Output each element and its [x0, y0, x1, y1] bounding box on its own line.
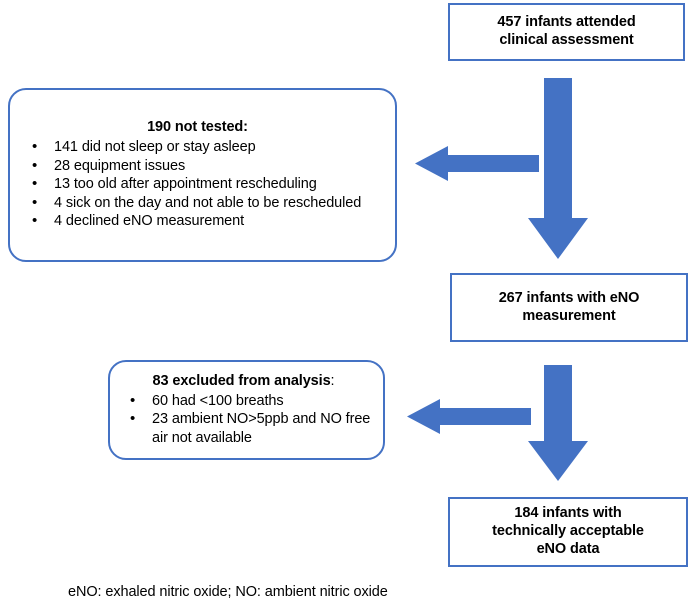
node-attended-line1: 457 infants attended — [497, 14, 636, 31]
list-item: 23 ambient NO>5ppb and NO free air not a… — [114, 409, 373, 447]
node-excluded-bullet-list: 60 had <100 breaths 23 ambient NO>5ppb a… — [114, 391, 373, 448]
arrow-attended-to-measured — [528, 78, 588, 259]
node-measured-label: 267 infants with eNO measurement — [493, 290, 646, 325]
node-acceptable-label: 184 infants with technically acceptable … — [486, 505, 650, 558]
node-acceptable-line2: technically acceptable — [492, 523, 644, 540]
arrow-measured-to-acceptable — [528, 365, 588, 481]
node-acceptable-line3: eNO data — [536, 540, 600, 557]
arrow-measured-to-excluded — [407, 399, 531, 434]
node-excluded-title: 83 excluded from analysis: — [114, 373, 373, 391]
node-not-tested: 190 not tested: 141 did not sleep or sta… — [8, 88, 397, 262]
list-item: 4 sick on the day and not able to be res… — [16, 193, 385, 213]
list-item: 13 too old after appointment reschedulin… — [16, 174, 385, 194]
list-item: 4 declined eNO measurement — [16, 211, 385, 231]
node-attended-label: 457 infants attended clinical assessment — [491, 14, 641, 49]
list-item: 141 did not sleep or stay asleep — [16, 137, 385, 157]
node-attended-clinical-assessment: 457 infants attended clinical assessment — [448, 3, 685, 61]
node-acceptable-line1: 184 infants with — [514, 505, 622, 522]
node-excluded-title-text: 83 excluded from analysis — [152, 372, 331, 389]
node-acceptable-eno-data: 184 infants with technically acceptable … — [448, 497, 688, 567]
node-measured-line1: 267 infants with eNO — [498, 289, 640, 306]
node-measured-line2: measurement — [522, 307, 616, 324]
node-attended-line2: clinical assessment — [499, 32, 634, 48]
node-not-tested-bullet-list: 141 did not sleep or stay asleep 28 equi… — [16, 137, 385, 231]
node-excluded-title-colon: : — [330, 372, 335, 389]
list-item: 60 had <100 breaths — [114, 391, 373, 411]
figure-caption: eNO: exhaled nitric oxide; NO: ambient n… — [68, 584, 388, 600]
node-not-tested-title: 190 not tested: — [147, 119, 248, 136]
node-excluded-from-analysis: 83 excluded from analysis: 60 had <100 b… — [108, 360, 385, 460]
arrow-attended-to-not-tested — [415, 146, 539, 181]
node-measured-eno: 267 infants with eNO measurement — [450, 273, 688, 342]
list-item: 28 equipment issues — [16, 156, 385, 176]
